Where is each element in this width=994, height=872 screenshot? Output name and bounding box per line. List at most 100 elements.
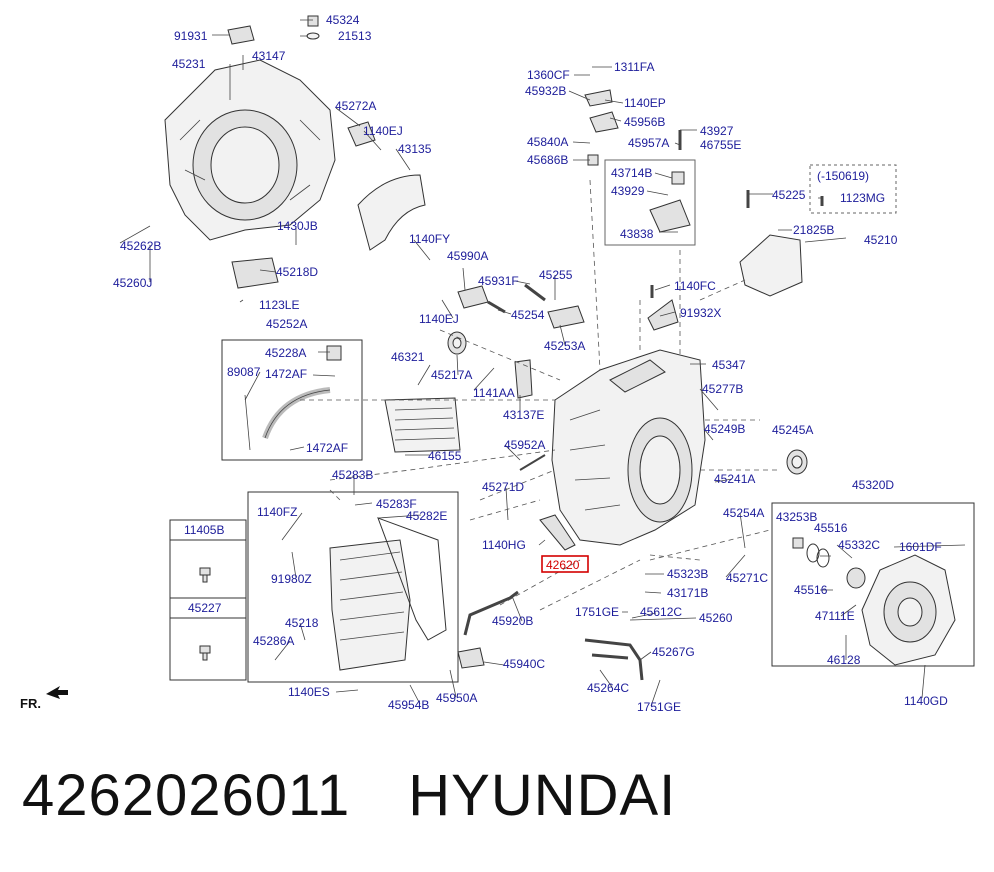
part-label: 45323B [667, 567, 708, 581]
part-label: 45990A [447, 249, 488, 263]
part-label: 45241A [714, 472, 755, 486]
cover-drawing [357, 174, 426, 251]
hose-group-box [221, 339, 363, 461]
brand-name: HYUNDAI [408, 763, 677, 828]
part-label: 43929 [611, 184, 645, 198]
part-label: 45228A [265, 346, 306, 360]
part-label: 45271C [726, 571, 768, 585]
part-label: 1140FC [674, 279, 716, 293]
mount-bracket-drawing [739, 234, 803, 297]
part-label: 1140EJ [419, 312, 459, 326]
part-label: 45332C [838, 538, 880, 552]
part-label: 45277B [702, 382, 743, 396]
part-42620-drawing [539, 514, 576, 551]
part-label: 1751GE [637, 700, 681, 714]
part-label: 45254 [511, 308, 545, 322]
part-label: 45324 [326, 13, 360, 27]
part-label: 46321 [391, 350, 425, 364]
part-label: 45920B [492, 614, 533, 628]
part-label: 45272A [335, 99, 376, 113]
part-label: 1140ES [288, 685, 330, 699]
part-label: 45271D [482, 480, 524, 494]
part-label: 1140FZ [257, 505, 297, 519]
part-label: 1123MG [840, 191, 885, 205]
part-label: 21513 [338, 29, 372, 43]
exploded-parts-diagram: 91931 45324 21513 43147 45231 45272A 114… [20, 13, 975, 714]
filter-drawing [384, 397, 461, 453]
part-label: 45218D [276, 265, 318, 279]
part-label: 45254A [723, 506, 764, 520]
part-label: 45286A [253, 634, 294, 648]
part-label: 45686B [527, 153, 568, 167]
part-label: 1472AF [306, 441, 348, 455]
part-label: 43137E [503, 408, 544, 422]
part-label: 46755E [700, 138, 741, 152]
part-label: 45217A [431, 368, 472, 382]
part-label: 1140EJ [363, 124, 403, 138]
part-label: 45227 [188, 601, 222, 615]
part-label: 45954B [388, 698, 429, 712]
part-label: 21825B [793, 223, 834, 237]
part-label: 43171B [667, 586, 708, 600]
part-label: 45225 [772, 188, 806, 202]
part-label: 43253B [776, 510, 817, 524]
part-label: 45952A [504, 438, 545, 452]
part-label: 46128 [827, 653, 861, 667]
part-label: 45264C [587, 681, 629, 695]
part-label: 47111E [815, 609, 855, 623]
part-label: 45253A [544, 339, 585, 353]
part-label: 45255 [539, 268, 573, 282]
part-label: 1311FA [614, 60, 654, 74]
part-label: 45840A [527, 135, 568, 149]
part-label: 45932B [525, 84, 566, 98]
oil-pan-box [247, 491, 459, 683]
plug-drawing [307, 15, 319, 27]
part-labels: 91931 45324 21513 43147 45231 45272A 114… [113, 13, 948, 714]
part-label: 45252A [266, 317, 307, 331]
part-label: 45260 [699, 611, 733, 625]
part-label: 89087 [227, 365, 261, 379]
bracket-drawing [227, 25, 255, 45]
front-marker: FR. [20, 696, 41, 711]
part-label: 91931 [174, 29, 208, 43]
part-label: 1140GD [904, 694, 948, 708]
part-label: 45249B [704, 422, 745, 436]
part-label: 45282E [406, 509, 447, 523]
rear-cover-box [771, 502, 975, 667]
part-label: 46155 [428, 449, 462, 463]
part-label: 43714B [611, 166, 652, 180]
part-label: 1141AA [473, 386, 515, 400]
part-label: 1472AF [265, 367, 307, 381]
part-label: 45245A [772, 423, 813, 437]
front-arrow-icon [46, 686, 68, 699]
oil-pan-drawing [329, 539, 411, 671]
part-label: 45940C [503, 657, 545, 671]
highlight-box [541, 555, 589, 573]
bell-housing-drawing [164, 59, 336, 241]
part-label: 43135 [398, 142, 432, 156]
bracket-drawing [231, 257, 279, 289]
part-label: 1751GE [575, 605, 619, 619]
part-label: 45283F [376, 497, 417, 511]
part-label: 45516 [814, 521, 848, 535]
caption: 4262026011 HYUNDAI [22, 762, 676, 829]
part-label: 1123LE [259, 298, 299, 312]
part-label: 45956B [624, 115, 665, 129]
part-label: 45262B [120, 239, 161, 253]
parts-table [169, 519, 247, 681]
part-label: 1140HG [482, 538, 526, 552]
part-label: 45516 [794, 583, 828, 597]
part-number: 4262026011 [22, 763, 351, 828]
part-label: 45231 [172, 57, 206, 71]
part-label: 43838 [620, 227, 654, 241]
part-label: 91932X [680, 306, 721, 320]
part-label: 45347 [712, 358, 746, 372]
part-label: 45957A [628, 136, 669, 150]
highlighted-part-label: 42620 [546, 558, 580, 572]
part-label: 1140EP [624, 96, 666, 110]
revision-box [809, 164, 897, 214]
ring-drawing [306, 32, 320, 40]
part-label: 45320D [852, 478, 894, 492]
part-label: 45950A [436, 691, 477, 705]
part-label: 45267G [652, 645, 695, 659]
